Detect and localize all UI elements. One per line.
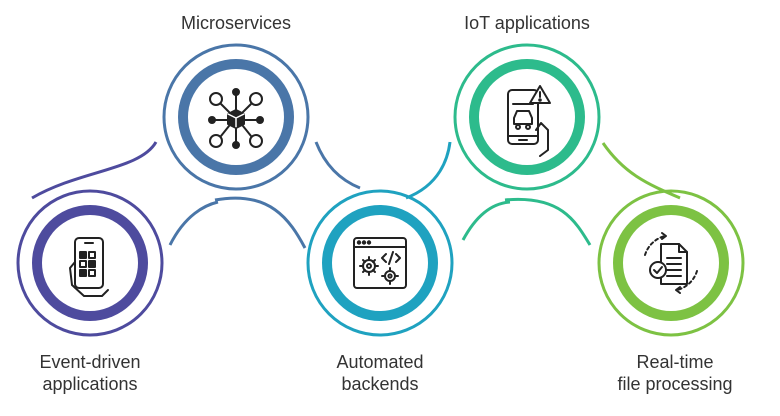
connector-arc <box>461 200 511 241</box>
code-window-gears-icon <box>353 237 407 289</box>
node-label-real-time-file-processing: Real-time file processing <box>585 351 765 395</box>
label-line: Microservices <box>180 13 291 33</box>
label-line: Real-time <box>636 352 714 372</box>
document-check-cycle-icon <box>644 232 698 294</box>
node-automated-backends <box>306 189 454 337</box>
node-label-microservices: Microservices <box>136 12 336 34</box>
connector-arc <box>601 142 681 200</box>
node-microservices <box>162 43 310 191</box>
connector-arc <box>314 141 361 190</box>
connector-arc <box>504 197 592 246</box>
connected-cube-network-icon <box>208 88 264 149</box>
connector-arc <box>214 196 307 249</box>
label-line: Event-driven <box>39 352 141 372</box>
node-label-event-driven: Event-driven applications <box>0 351 180 395</box>
node-event-driven <box>16 189 164 337</box>
label-line: Automated <box>336 352 424 372</box>
connector-arc <box>168 200 219 246</box>
smartphone-car-alert-icon <box>507 85 551 157</box>
node-label-iot-applications: IoT applications <box>427 12 627 34</box>
label-line: IoT applications <box>464 13 590 33</box>
node-label-automated-backends: Automated backends <box>290 351 470 395</box>
label-line: file processing <box>617 374 733 394</box>
connector-arc <box>405 141 452 200</box>
label-line: backends <box>341 374 419 394</box>
connector-arc <box>31 141 158 200</box>
smartphone-app-grid-icon <box>69 237 109 297</box>
label-line: applications <box>42 374 138 394</box>
node-real-time-file-processing <box>597 189 745 337</box>
node-iot-applications <box>453 43 601 191</box>
